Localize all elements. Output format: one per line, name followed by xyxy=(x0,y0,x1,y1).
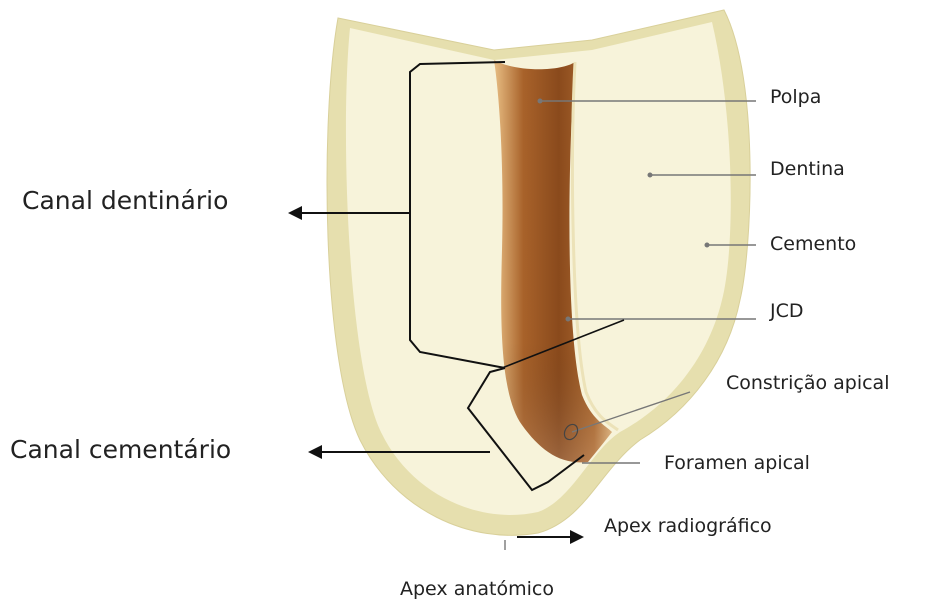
label-apex-radiografico: Apex radiográfico xyxy=(604,515,772,537)
label-canal-cementario: Canal cementário xyxy=(10,435,231,464)
label-canal-dentinario: Canal dentinário xyxy=(22,186,228,215)
label-jcd: JCD xyxy=(770,300,804,322)
label-dentina: Dentina xyxy=(770,158,845,180)
label-cemento: Cemento xyxy=(770,233,856,255)
label-constricao-apical: Constrição apical xyxy=(726,372,889,394)
label-foramen-apical: Foramen apical xyxy=(664,452,810,474)
label-apex-anatomico: Apex anatómico xyxy=(400,578,554,600)
label-polpa: Polpa xyxy=(770,86,821,108)
